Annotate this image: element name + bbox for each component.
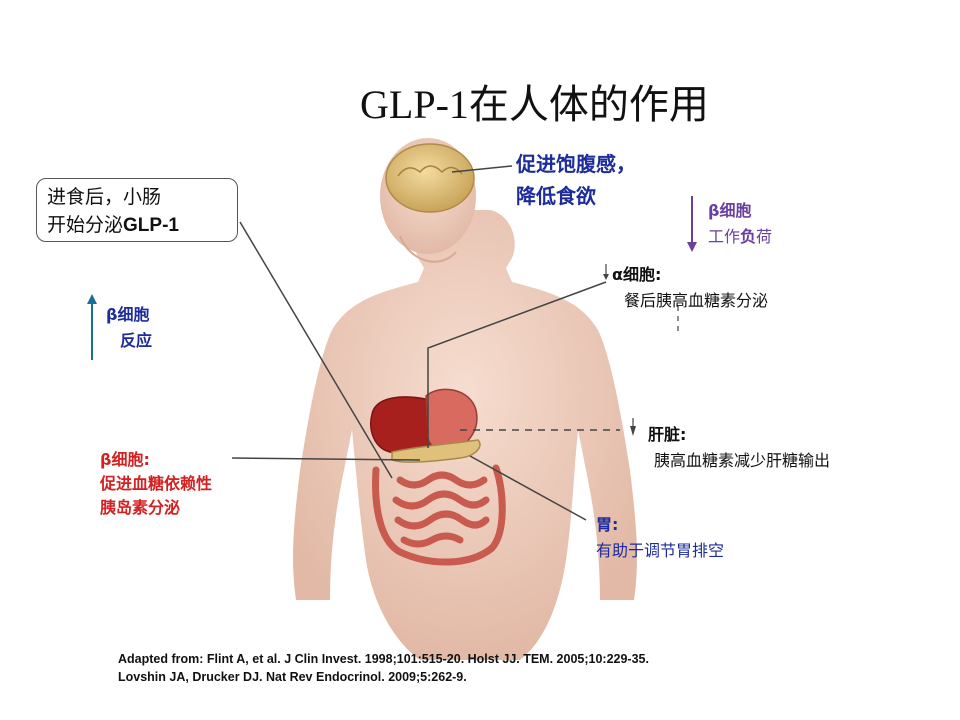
- intestines: [372, 464, 506, 566]
- beta-response-up-arrow-icon: [87, 294, 97, 360]
- intestine-callout-box: 进食后，小肠 开始分泌GLP-1: [36, 178, 238, 242]
- beta-cell-response-label: β细胞 反应: [106, 305, 153, 350]
- stomach-organ: [425, 388, 478, 452]
- liver-label: 肝脏: 胰高血糖素减少肝糖输出: [648, 425, 831, 470]
- alpha-cell-label: α细胞: 餐后胰高血糖素分泌: [612, 265, 769, 310]
- pancreas-organ: [391, 439, 481, 463]
- stomach-label: 胃: 有助于调节胃排空: [596, 515, 725, 560]
- alpha-down-arrow-icon: [603, 264, 609, 280]
- connector-lines: [231, 165, 607, 521]
- liver-arrow-icon: [630, 426, 636, 436]
- beta-cell-insulin-label: β细胞: 促进血糖依赖性 胰岛素分泌: [100, 450, 213, 517]
- citation: Adapted from: Flint A, et al. J Clin Inv…: [118, 652, 649, 684]
- beta-cell-workload-label: β细胞 工作负荷: [708, 201, 773, 246]
- page-title: GLP-1在人体的作用: [360, 82, 709, 127]
- brain-effect-label: 促进饱腹感， 降低食欲: [516, 152, 636, 208]
- brain: [385, 143, 475, 213]
- beta-workload-down-arrow-icon: [687, 196, 697, 252]
